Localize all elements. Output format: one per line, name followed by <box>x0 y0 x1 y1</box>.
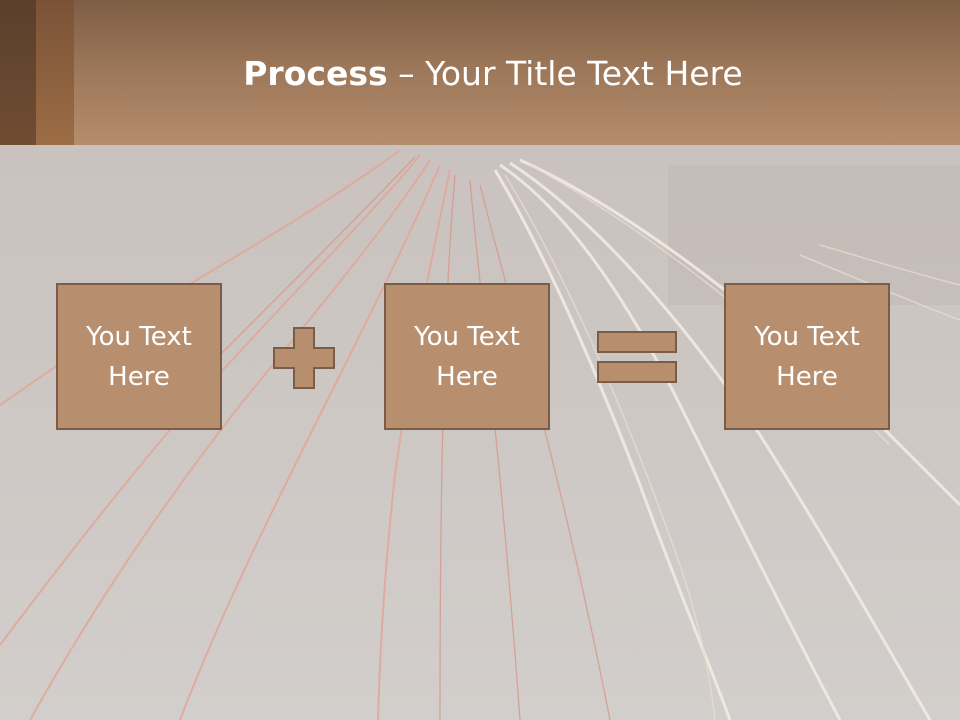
background-photo-light-trails <box>0 145 960 720</box>
slide-title-rest: – Your Title Text Here <box>387 54 743 93</box>
process-box-2-text: You Text Here <box>414 321 520 392</box>
process-box-1[interactable]: You Text Here <box>56 283 222 430</box>
slide-title[interactable]: Process – Your Title Text Here <box>0 52 960 96</box>
process-box-3[interactable]: You Text Here <box>724 283 890 430</box>
title-band-accent-dark <box>0 0 36 145</box>
equals-icon <box>596 330 678 386</box>
process-box-2[interactable]: You Text Here <box>384 283 550 430</box>
plus-icon <box>272 326 336 390</box>
title-band: Process – Your Title Text Here <box>0 0 960 145</box>
light-trails-graphic <box>0 145 960 720</box>
process-box-3-text: You Text Here <box>754 321 860 392</box>
title-band-accent-mid <box>36 0 74 145</box>
process-box-1-text: You Text Here <box>86 321 192 392</box>
slide-title-bold: Process <box>243 54 388 93</box>
